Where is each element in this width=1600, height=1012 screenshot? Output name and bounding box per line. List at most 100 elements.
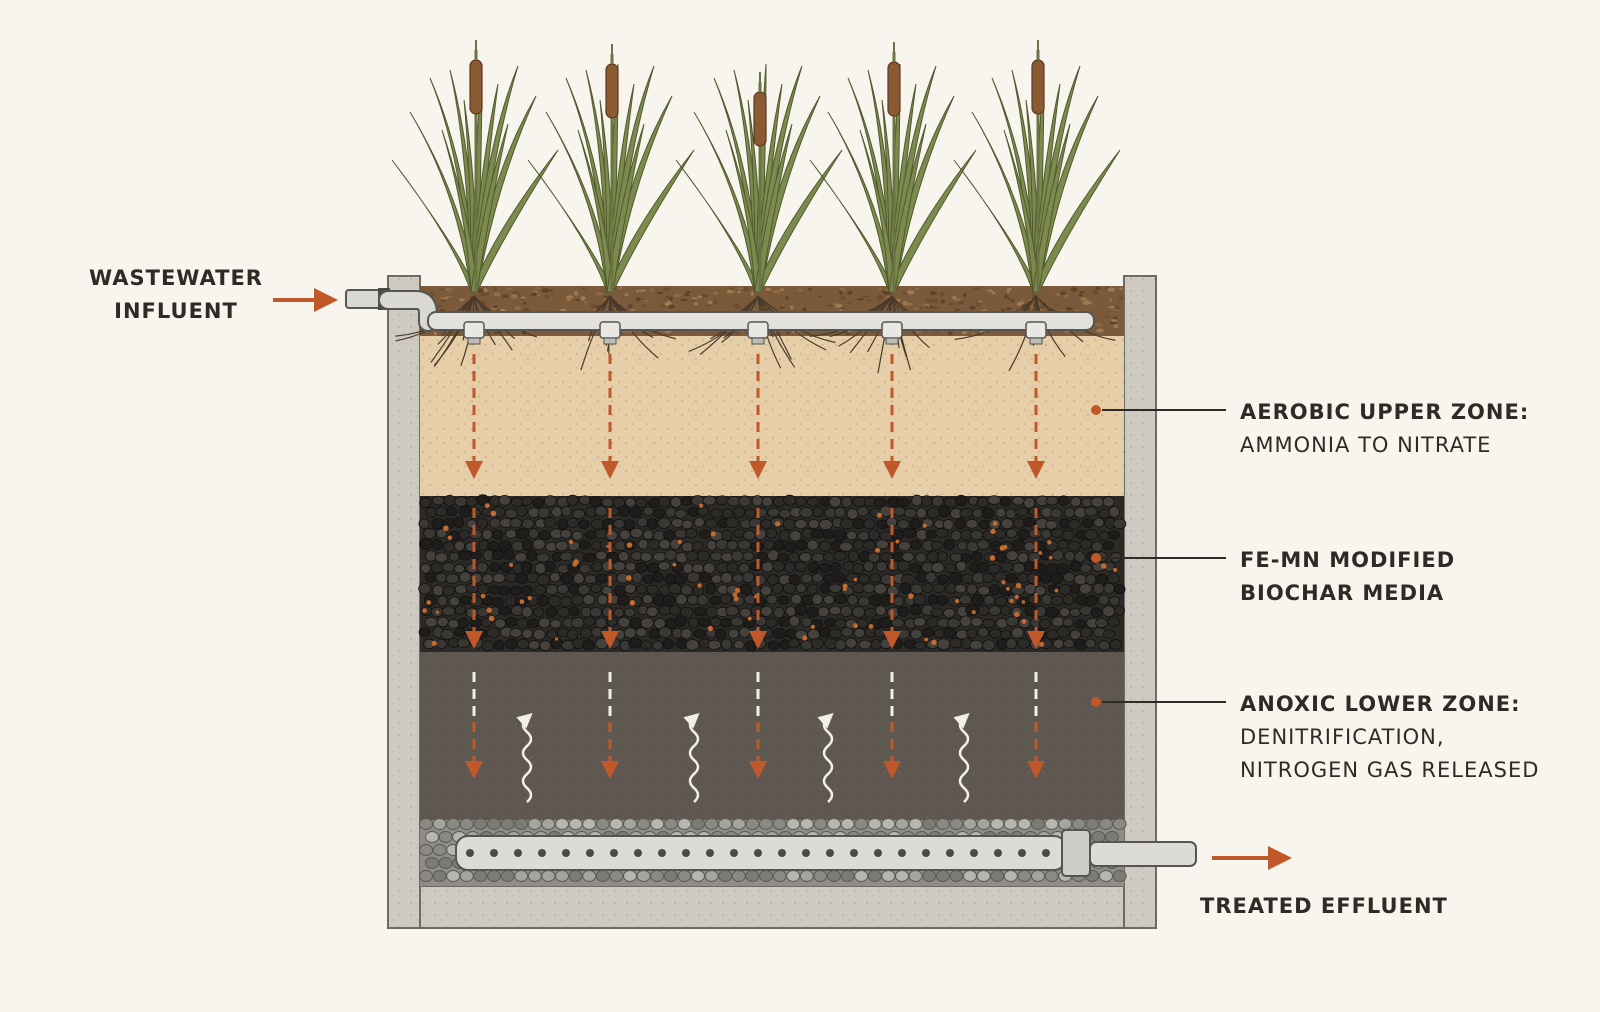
iron-manganese-speck (1038, 641, 1045, 647)
mulch-grain (750, 291, 754, 296)
biochar-granule (681, 541, 694, 553)
biochar-granule (559, 551, 574, 562)
biochar-granule (957, 540, 968, 551)
biochar-granule (583, 552, 597, 563)
iron-manganese-speck (853, 577, 858, 582)
gravel-stone (438, 831, 453, 843)
pipe-coupling (1061, 829, 1091, 877)
biochar-granule (773, 539, 785, 552)
gravel-stone (595, 870, 610, 882)
biochar-granule (761, 561, 774, 573)
distribution-nozzles (463, 321, 1047, 345)
biochar-granule (839, 541, 853, 552)
biochar-granule (977, 585, 991, 596)
biochar-granule (605, 529, 618, 541)
biochar-granule (818, 518, 833, 531)
mulch-grain (1094, 323, 1103, 327)
iron-manganese-speck (626, 542, 633, 548)
iron-manganese-speck (774, 521, 781, 527)
biochar-granule (447, 619, 460, 629)
iron-manganese-speck (876, 512, 882, 518)
biochar-granule (862, 583, 876, 594)
gravel-stone (1003, 818, 1018, 830)
gravel-stone (1099, 870, 1113, 882)
biochar-granule (431, 495, 445, 506)
biochar-granule (693, 606, 708, 617)
mulch-grain (1079, 291, 1085, 294)
biochar-granule (662, 594, 676, 607)
biochar-granule (637, 538, 649, 550)
biochar-granule (795, 539, 809, 551)
mulch-grain (734, 331, 739, 336)
iron-manganese-speck (672, 562, 677, 567)
biochar-granule (1050, 508, 1063, 519)
gravel-stone (500, 870, 515, 882)
biochar-granule (555, 540, 569, 552)
biochar-granule (1023, 561, 1037, 573)
mulch-grain (668, 304, 675, 309)
mulch-grain (668, 296, 674, 301)
biochar-granule (857, 506, 869, 517)
leaf-blade (809, 159, 896, 293)
mulch-grain (566, 295, 574, 299)
biochar-granule (570, 594, 584, 606)
biochar-granule (977, 561, 990, 573)
biochar-granule (457, 617, 469, 629)
biochar-granule (1079, 626, 1093, 638)
gravel-stone (691, 870, 705, 882)
biochar-granule (456, 638, 470, 648)
biochar-granule (977, 539, 990, 551)
iron-manganese-speck (732, 592, 738, 598)
mulch-grain (458, 298, 465, 302)
biochar-granule (1074, 619, 1087, 629)
biochar-granule (642, 529, 654, 540)
biochar-granule (617, 616, 631, 628)
biochar-granule (521, 606, 533, 618)
biochar-granule (418, 627, 431, 637)
mulch-grain (1104, 315, 1110, 318)
biochar-granule (1082, 517, 1094, 528)
gravel-stone (1112, 818, 1127, 830)
biochar-granule (1079, 583, 1093, 595)
biochar-granule (446, 506, 458, 517)
mulch-grain (839, 288, 846, 291)
biochar-granule (1108, 530, 1120, 540)
biochar-granule (1039, 550, 1052, 561)
biochar-granule (811, 593, 823, 606)
biochar-granule (441, 562, 456, 573)
biochar-granule (418, 518, 430, 529)
pipe-perforation (778, 849, 786, 857)
mulch-grain (1003, 294, 1008, 299)
mulch-grain (493, 305, 498, 309)
mulch-grain (531, 293, 537, 297)
gravel-stone (541, 870, 556, 882)
mulch-grain (490, 307, 498, 310)
biochar-granule (912, 593, 927, 606)
biochar-granule (591, 561, 603, 573)
mulch-grain (947, 331, 953, 336)
biochar-granule (699, 571, 712, 583)
iron-manganese-speck (868, 624, 874, 629)
biochar-granule (773, 495, 786, 508)
biochar-granule (966, 540, 980, 553)
mulch-grain (693, 302, 699, 306)
cattail-head (605, 63, 619, 119)
anoxic-zone-label: ANOXIC LOWER ZONE: DENITRIFICATION, NITR… (1240, 688, 1539, 787)
gravel-stone (1085, 818, 1100, 830)
biochar-granule (763, 539, 775, 550)
gravel-stone (1003, 870, 1018, 882)
biochar-granule (749, 561, 763, 572)
biochar-granule (902, 527, 917, 539)
mulch-grain (1082, 301, 1090, 305)
biochar-granule (988, 628, 1002, 639)
gravel-stone (718, 870, 733, 882)
iron-manganese-speck (519, 599, 525, 604)
gravel-stone (786, 818, 801, 830)
iron-manganese-speck (1113, 567, 1118, 572)
biochar-granule (477, 583, 490, 595)
biochar-granule (988, 605, 1002, 616)
biochar-granule (457, 550, 472, 561)
iron-manganese-speck (971, 610, 976, 615)
biochar-granule (799, 552, 812, 563)
biochar-granule (669, 604, 681, 616)
